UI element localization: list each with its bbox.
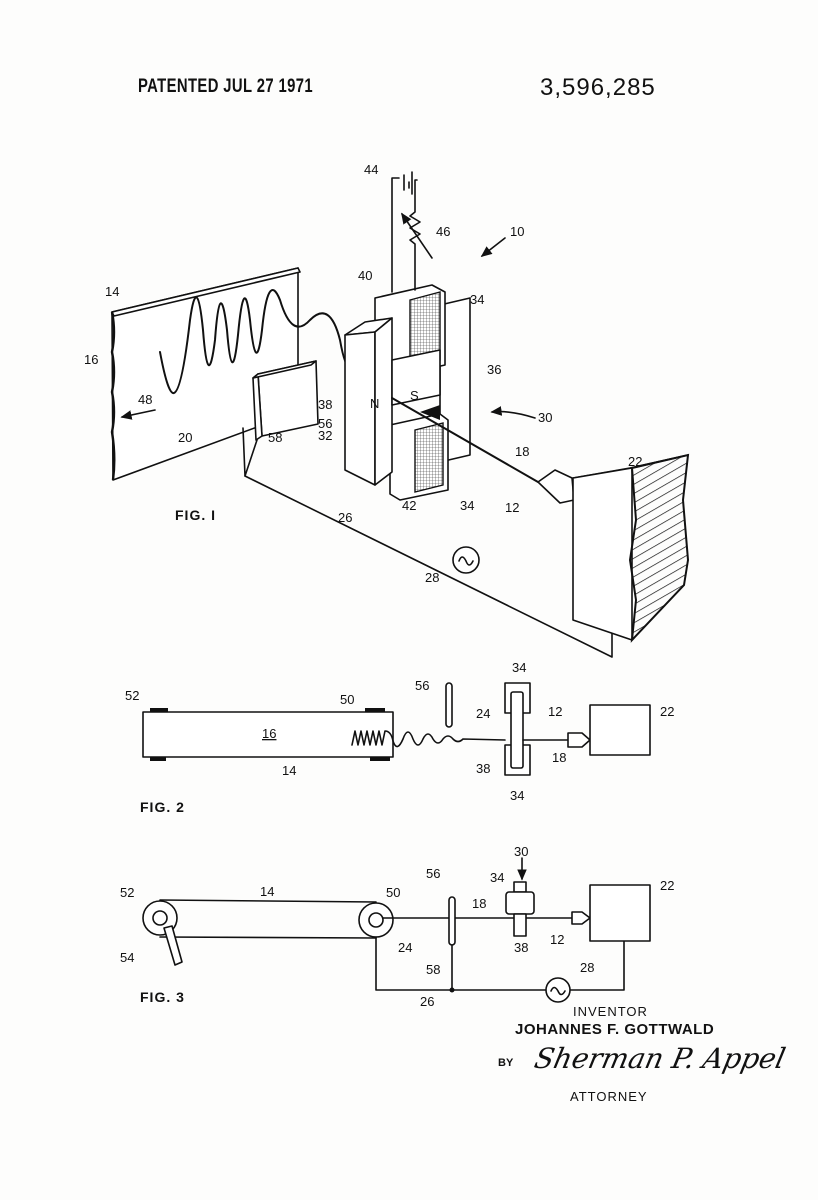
- ref-34: 34: [490, 870, 504, 885]
- ref-26: 26: [338, 510, 352, 525]
- ref-18: 18: [515, 444, 529, 459]
- ref-10: 10: [510, 224, 524, 239]
- ref-50: 50: [386, 885, 400, 900]
- ref-54: 54: [120, 950, 134, 965]
- coil-34: [505, 891, 535, 915]
- ref-30: 30: [538, 410, 552, 425]
- ref-58: 58: [426, 962, 440, 977]
- figure-2: 52 50 16 14 56 24 34 34 38 12 18 22 FIG.…: [125, 660, 674, 815]
- support-22-section: [628, 453, 690, 643]
- figure-1: 14 16 48 20 58 56 38 32 N S 40 34 36 30 …: [84, 162, 690, 658]
- magnet-38: [513, 913, 527, 937]
- fig1-caption: FIG. I: [175, 507, 216, 523]
- ref-18: 18: [472, 896, 486, 911]
- ref-14: 14: [260, 884, 274, 899]
- ref-36: 36: [487, 362, 501, 377]
- ref-12: 12: [550, 932, 564, 947]
- wire-26: [375, 936, 625, 991]
- ref-20: 20: [178, 430, 192, 445]
- support-22: [589, 884, 651, 942]
- patented-date: PATENTED JUL 27 1971: [138, 76, 314, 97]
- coil-top: [513, 881, 527, 893]
- ref-44: 44: [364, 162, 378, 177]
- ref-14: 14: [105, 284, 119, 299]
- pole-n: N: [370, 396, 379, 411]
- direction-arrow: [120, 409, 156, 420]
- ref-22: 22: [660, 704, 674, 719]
- ref-32: 32: [318, 428, 332, 443]
- ref-12: 12: [505, 500, 519, 515]
- ref-56: 56: [426, 866, 440, 881]
- wire-24: [351, 730, 506, 748]
- nozzle-12: [537, 469, 575, 504]
- electrode-56: [445, 682, 453, 728]
- ref-58: 58: [268, 430, 282, 445]
- patent-number: 3,596,285: [540, 74, 656, 101]
- ref-30: 30: [514, 844, 528, 859]
- inventor-label: INVENTOR: [573, 1004, 648, 1019]
- fig2-caption: FIG. 2: [140, 799, 185, 815]
- electrode-56: [448, 896, 456, 946]
- ref-38: 38: [476, 761, 490, 776]
- ref-56: 56: [318, 416, 332, 431]
- ref-34-bottom: 34: [510, 788, 524, 803]
- attorney-label: ATTORNEY: [570, 1089, 648, 1104]
- supply-wires: [391, 171, 421, 293]
- magnet-38: [510, 691, 524, 769]
- wire-18: [391, 397, 539, 483]
- attorney-signature: Sherman P. Appel: [531, 1042, 789, 1075]
- variable-resistor-arrow: [401, 212, 433, 259]
- ref-14: 14: [282, 763, 296, 778]
- support-22: [589, 704, 651, 756]
- figure-3: 52 14 50 54 56 24 58 18 30 34 38 12 22 2…: [120, 844, 674, 1009]
- belt-14: [142, 711, 394, 758]
- ref-12: 12: [548, 704, 562, 719]
- coil-34-lower: [414, 422, 444, 493]
- ref-40: 40: [358, 268, 372, 283]
- ref-18: 18: [552, 750, 566, 765]
- inventor-name: JOHANNES F. GOTTWALD: [515, 1021, 715, 1038]
- ref-26: 26: [420, 994, 434, 1009]
- ref-34-lower: 34: [460, 498, 474, 513]
- ref-24: 24: [398, 940, 412, 955]
- ref-28: 28: [425, 570, 439, 585]
- ref-50: 50: [340, 692, 354, 707]
- ref-34-top: 34: [512, 660, 526, 675]
- ref-52: 52: [125, 688, 139, 703]
- ref-22: 22: [660, 878, 674, 893]
- ref-42: 42: [402, 498, 416, 513]
- crank-54: [163, 925, 183, 966]
- ref-52: 52: [120, 885, 134, 900]
- ref-24: 24: [476, 706, 490, 721]
- ref-16: 16: [84, 352, 98, 367]
- by-label: BY: [498, 1057, 514, 1069]
- belt-14-top: [159, 899, 377, 903]
- waveform-trace: [159, 289, 351, 394]
- ref-56: 56: [415, 678, 429, 693]
- ref-48: 48: [138, 392, 152, 407]
- ref-38: 38: [318, 397, 332, 412]
- ref-38: 38: [514, 940, 528, 955]
- ref-28: 28: [580, 960, 594, 975]
- pole-s: S: [410, 388, 419, 403]
- panel-edge: [110, 311, 116, 481]
- ref-16: 16: [262, 726, 276, 741]
- ref-46: 46: [436, 224, 450, 239]
- support-22: [572, 467, 633, 641]
- nozzle-12: [567, 732, 591, 748]
- ref-34-upper: 34: [470, 292, 484, 307]
- ref-22: 22: [628, 454, 642, 469]
- nozzle-12: [571, 911, 591, 925]
- fig3-caption: FIG. 3: [140, 989, 185, 1005]
